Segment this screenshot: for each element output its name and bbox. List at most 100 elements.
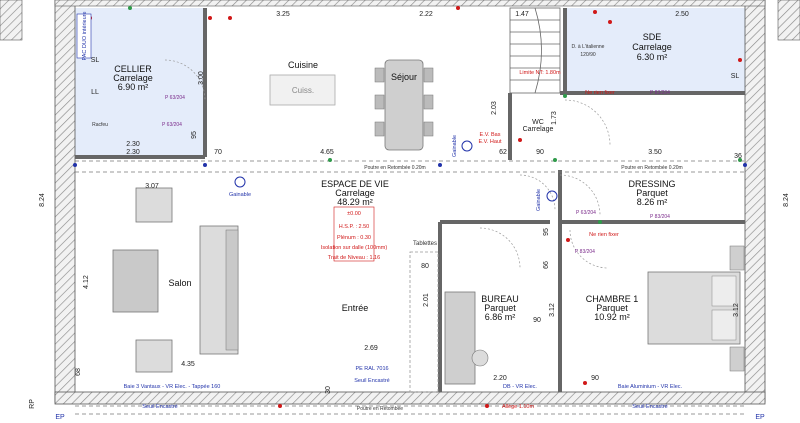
p63-b: P 63/204 [162,122,182,128]
p83-a: P 83/204 [650,90,670,96]
tags-box [333,206,375,262]
sde-area [565,8,745,93]
desk-chair [471,349,489,367]
chambre-name: CHAMBRE 1 [586,294,639,304]
dim-435: 4.35 [181,361,195,368]
rien-fixer-2: Ne rien fixer [589,232,619,238]
pe-ral-label: PE RAL 7016 [355,366,388,372]
gainable-icons [234,140,558,202]
baie-left-label: Baie 3 Vantaux - VR Elec. - Tappée 160 [124,384,221,390]
dim-90: 90 [536,149,544,156]
tag-hsp: H.S.P. : 2.50 [339,224,369,230]
tag-plenum: Plénum : 0.30 [337,235,371,241]
cellier-floor: Carrelage [113,73,153,83]
armchair-bottom [135,339,173,373]
cellier-name: CELLIER [114,64,152,74]
poutre-bottom: Poutre en Retombée [357,406,403,412]
espace-name: ESPACE DE VIE [321,179,389,189]
dim-465: 4.65 [320,149,334,156]
douche-dim: 120/90 [580,52,596,58]
dim-62: 62 [499,149,507,156]
dim-top-250: 2.50 [675,11,689,18]
bureau-floor: Parquet [484,303,516,313]
seuil-left-label: Seuil Encastré [142,404,177,410]
espace-floor: Carrelage [335,188,375,198]
p83-b: P 83/204 [650,214,670,220]
p63-c: P 63/204 [576,210,596,216]
sde-floor: Carrelage [632,42,672,52]
seuil-right-label: Seuil Encastré [632,404,667,410]
dressing-name: DRESSING [628,179,675,189]
dim-top-147: 1.47 [515,11,529,18]
bureau-name: BUREAU [481,294,519,304]
ev-haut: E.V. Haut [478,139,502,145]
wc-limit: Limite NT: 1.80m [519,70,561,76]
coffee-table [112,249,159,313]
sl-label: SL [91,57,100,64]
wc-name: WC [532,119,544,126]
bed [647,245,745,372]
staircase [509,7,561,94]
douche-label: D. à L'italienne [572,44,605,50]
ll-label: LL [91,89,99,96]
baie-right-label: Baie Aluminium - VR Elec. [618,384,683,390]
interior-walls [75,8,745,392]
pac-box [76,13,92,59]
red-markers [88,6,742,408]
dim-201: 2.01 [423,293,430,307]
sde-area-label: 6.30 m² [637,52,668,62]
dim-90b: 90 [533,317,541,324]
dim-top-325: 3.25 [276,11,290,18]
dim-230-left: 2.30 [126,149,140,156]
tablettes-name: Tablettes [413,241,437,247]
dressing-area-label: 8.26 m² [637,197,668,207]
sejour-name: Séjour [391,72,417,82]
poutre-left: Poutre en Retombée 0.20m [364,165,425,171]
cellier-area [75,8,205,156]
dim-312b: 3.12 [733,303,740,317]
p83-c: P 83/204 [575,249,595,255]
espace-area-label: 48.29 m² [337,197,373,207]
armchair-top [135,187,173,223]
dim-173: 1.73 [551,111,558,125]
cuisine-name: Cuisine [288,60,318,70]
dim-307: 3.07 [145,183,159,190]
dim-top-222: 2.22 [419,11,433,18]
ep-left: EP [55,414,65,421]
cuisine-sub: Cuiss. [292,86,314,95]
dining-table [374,59,434,151]
salon-name: Salon [168,278,191,288]
sofa [199,225,239,355]
gainable-label-3: Gainable [536,189,542,211]
dim-269: 2.69 [364,345,378,352]
note-isolation: Isolation sur dalle (100mm) [321,245,388,251]
dim-350: 3.50 [648,149,662,156]
db-vr-label: DB - VR Elec. [503,384,537,390]
dim-412: 4.12 [83,275,90,289]
dim-220: 2.20 [493,375,507,382]
dressing-floor: Parquet [636,188,668,198]
dim-30: 30 [325,386,332,394]
dim-68: 68 [75,368,82,376]
dim-70: 70 [214,149,222,156]
dim-80: 80 [421,263,429,270]
chambre-floor: Parquet [596,303,628,313]
blue-markers [73,163,747,167]
door-swings [164,59,611,269]
gainable-label-1: Gainable [229,192,251,198]
dim-230-b: 2.30 [126,141,140,148]
wc-floor: Carrelage [523,126,554,133]
tablettes-outline [409,251,439,393]
note-trait: Trait de Niveau : 1.16 [328,255,380,261]
kitchen-island [269,74,336,106]
green-markers [128,6,742,224]
dim-90c: 90 [591,375,599,382]
gainable-label-2: Gainable [452,135,458,157]
racfeu-label: Racfeu [92,122,108,128]
dim-824-right: 8.24 [783,193,790,207]
dim-824-left: 8.24 [39,193,46,207]
pac-label: PAC DUO intérieure [82,11,88,60]
cellier-area-label: 6.90 m² [118,82,149,92]
chambre-area-label: 10.92 m² [594,312,630,322]
